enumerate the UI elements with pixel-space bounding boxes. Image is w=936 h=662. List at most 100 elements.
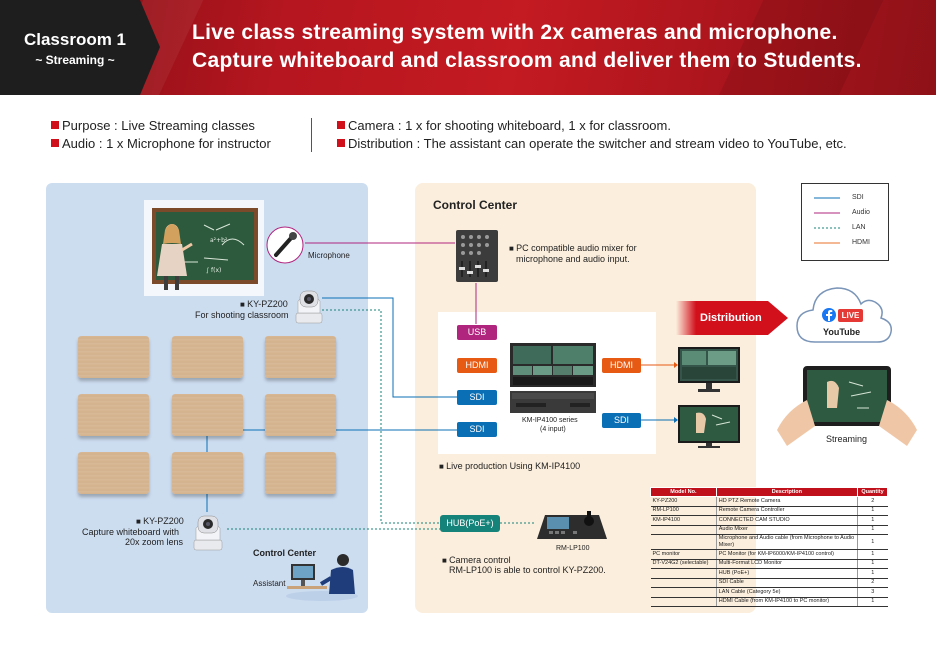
- svg-text:∫ f(x): ∫ f(x): [206, 267, 221, 274]
- control-center-title: Control Center: [433, 198, 517, 212]
- svg-text:a²+b²: a²+b²: [210, 237, 228, 244]
- mixer-label-line2: microphone and audio input.: [516, 254, 630, 264]
- hdmi-arrow: [674, 362, 678, 368]
- pc-monitor-icon: [678, 347, 740, 392]
- table-cell: 1: [857, 597, 888, 607]
- legend: [801, 183, 889, 261]
- bullet-distribution: Distribution : The assistant can operate…: [337, 136, 847, 151]
- table-cell: 1: [857, 506, 888, 516]
- bullet-square-icon: [337, 121, 345, 129]
- headline-line-1: Live class streaming system with 2x came…: [192, 21, 838, 44]
- bullet-divider: [311, 118, 312, 152]
- desk: [265, 452, 336, 494]
- audio-mixer-icon: [456, 230, 498, 282]
- assistant-label: Assistant: [253, 579, 286, 588]
- classroom-control-center-label: Control Center: [253, 548, 316, 558]
- camera-control-line2: RM-LP100 is able to control KY-PZ200.: [449, 565, 606, 575]
- table-cell: 1: [857, 568, 888, 579]
- ptz-camera-icon: [295, 290, 323, 324]
- legend-lines: [814, 197, 840, 244]
- production-label-text: Live production Using KM-IP4100: [446, 461, 581, 471]
- table-cell: HDMI Cable (from KM-IP4100 to PC monitor…: [716, 597, 859, 607]
- ptz-camera-icon: [193, 515, 223, 551]
- desk: [78, 336, 149, 378]
- table-cell: [650, 597, 717, 607]
- legend-lan-label: LAN: [852, 224, 866, 231]
- bullet-audio-text: Audio : 1 x Microphone for instructor: [62, 136, 271, 151]
- table-header-quantity: Quantity: [857, 487, 888, 497]
- microphone-label: Microphone: [308, 251, 350, 260]
- streaming-label: Streaming: [826, 434, 868, 444]
- desk: [265, 394, 336, 436]
- usb-input-tag: USB: [457, 325, 497, 340]
- square-bullet-icon: ■: [442, 556, 450, 565]
- table-cell: SDI Cable: [716, 578, 859, 588]
- remote-controller-icon: [537, 511, 607, 539]
- desk: [172, 394, 243, 436]
- legend-audio-label: Audio: [852, 209, 870, 216]
- camera-control-line1: ■ Camera control: [442, 555, 511, 565]
- mixer-label-line1: ■ PC compatible audio mixer for: [509, 243, 637, 253]
- legend-hdmi-label: HDMI: [852, 239, 870, 246]
- bullet-square-icon: [51, 121, 59, 129]
- table-cell: Microphone and Audio cable (from Microph…: [716, 534, 859, 550]
- table-cell: 3: [857, 587, 888, 598]
- bullet-camera: Camera : 1 x for shooting whiteboard, 1 …: [337, 118, 671, 133]
- table-cell: HD PTZ Remote Camera: [716, 496, 859, 507]
- desk: [78, 394, 149, 436]
- square-bullet-icon: ■: [439, 462, 447, 471]
- square-bullet-icon: ■: [509, 244, 517, 253]
- table-cell: 1: [857, 534, 888, 550]
- table-cell: KY-PZ200: [650, 496, 717, 507]
- table-cell: PC monitor: [650, 549, 717, 560]
- table-cell: [650, 568, 717, 579]
- square-bullet-icon: ■: [136, 517, 144, 526]
- desk: [265, 336, 336, 378]
- mixer-label-text: PC compatible audio mixer for: [516, 243, 637, 253]
- table-cell: LAN Cable (Category 5e): [716, 587, 859, 598]
- table-cell: 1: [857, 515, 888, 526]
- table-cell: Multi-Format LCD Monitor: [716, 559, 859, 569]
- table-cell: 1: [857, 549, 888, 560]
- legend-sdi-label: SDI: [852, 194, 864, 201]
- bullet-square-icon: [337, 139, 345, 147]
- hdmi-input-tag: HDMI: [457, 358, 497, 373]
- table-cell: 1: [857, 525, 888, 535]
- table-header-model: Model No.: [650, 487, 717, 497]
- table-header-row: Model No. Description Quantity: [650, 487, 888, 497]
- table-header-description: Description: [715, 487, 859, 497]
- table-cell: [650, 587, 717, 598]
- table-cell: 1: [857, 559, 888, 569]
- camera2-desc-line1: Capture whiteboard with: [82, 527, 180, 537]
- sdi-line-camera1: [322, 297, 457, 398]
- table-cell: Remote Camera Controller: [716, 506, 859, 516]
- badge-title: Classroom 1: [23, 30, 127, 49]
- bullet-purpose-text: Purpose : Live Streaming classes: [62, 118, 255, 133]
- square-bullet-icon: ■: [240, 300, 248, 309]
- camera2-model-text: KY-PZ200: [143, 516, 184, 526]
- lan-line-camera1: [322, 309, 440, 524]
- headline-line-2: Capture whiteboard and classroom and del…: [192, 49, 862, 72]
- table-cell: DT-V24G2 (selectable): [650, 559, 717, 569]
- table-cell: RM-LP100: [650, 506, 717, 516]
- assistant-workstation-illustration: [286, 554, 358, 601]
- camera1-desc: For shooting classroom: [195, 310, 289, 320]
- bullet-purpose: Purpose : Live Streaming classes: [51, 118, 255, 133]
- header-banner: [0, 0, 936, 95]
- table-row: LAN Cable (Category 5e)3: [650, 587, 888, 598]
- table-cell: Audio Mixer: [716, 525, 859, 535]
- camera-control-text: Camera control: [449, 555, 511, 565]
- table-cell: KM-IP4100: [650, 515, 717, 526]
- sdi-input-tag-1: SDI: [457, 390, 497, 405]
- tablet-streaming-illustration: [777, 366, 917, 446]
- distribution-label: Distribution: [700, 312, 762, 324]
- camera2-desc-line2: 20x zoom lens: [125, 537, 184, 547]
- microphone-icon: [266, 226, 304, 264]
